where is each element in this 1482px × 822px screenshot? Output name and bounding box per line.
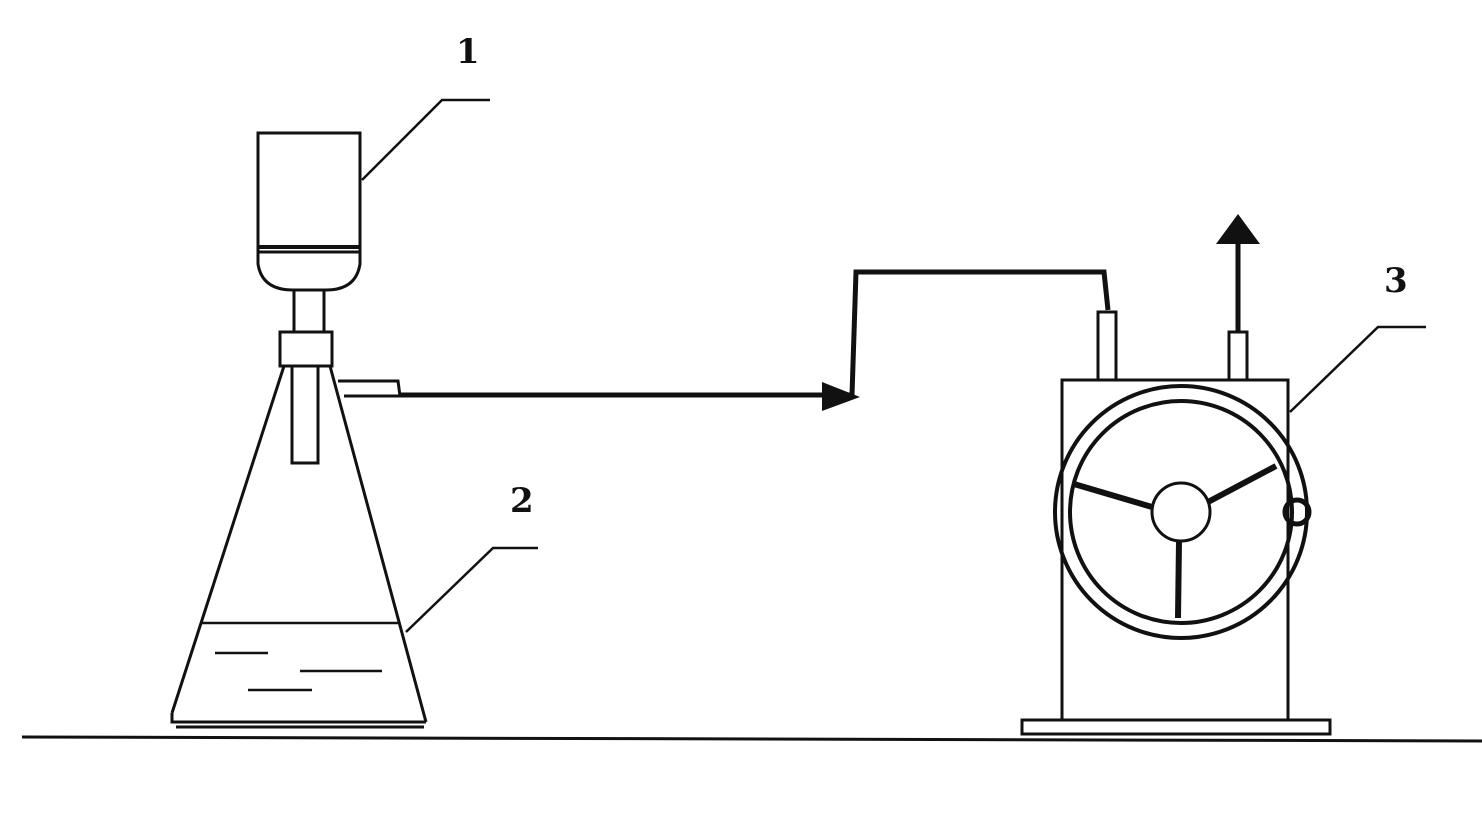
spoke-left xyxy=(1073,481,1153,510)
pump-inlet xyxy=(1096,310,1118,382)
funnel-body xyxy=(256,131,362,254)
vacuum-pump xyxy=(1020,214,1332,736)
exhaust-arrowhead xyxy=(1216,214,1260,244)
leader-1 xyxy=(361,98,490,181)
spoke-down xyxy=(1175,540,1182,619)
leader-lines xyxy=(361,98,1426,633)
flow-arrowhead xyxy=(822,382,860,411)
tube-path xyxy=(400,269,1111,398)
flask-walls xyxy=(170,365,428,723)
pump-outlet xyxy=(1227,330,1249,382)
pump-wheel-inner xyxy=(1068,399,1294,625)
pump-base xyxy=(1020,718,1332,736)
pump-knob xyxy=(1282,497,1312,527)
filter-funnel xyxy=(256,131,362,332)
label-pump: 3 xyxy=(1384,261,1408,301)
leader-2 xyxy=(405,546,538,633)
pump-wheel-hub xyxy=(1150,481,1212,543)
label-funnel: 1 xyxy=(456,32,480,72)
flask-base xyxy=(170,713,426,724)
spoke-right xyxy=(1206,463,1278,505)
vacuum-tubing xyxy=(400,269,1111,411)
flask-stopper xyxy=(278,330,334,368)
flask-inner-stem xyxy=(290,366,320,465)
funnel-bowl xyxy=(256,252,362,292)
bench-line xyxy=(21,735,1482,743)
funnel-stem xyxy=(292,290,326,332)
label-flask: 2 xyxy=(510,481,534,521)
leader-3 xyxy=(1289,325,1426,413)
flask-side-arm xyxy=(338,379,402,398)
filter-flask xyxy=(170,330,428,729)
